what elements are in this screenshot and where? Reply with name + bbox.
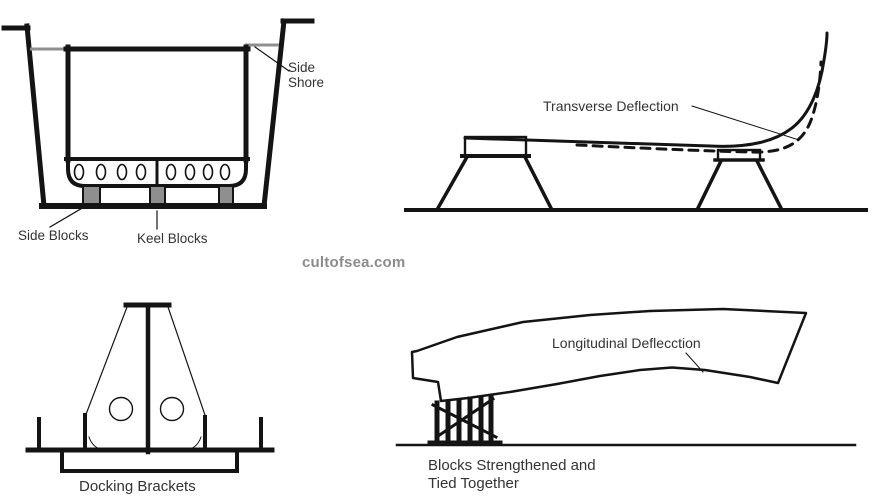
side-shore-leader-line [254,46,290,72]
hull-longitudinal-profile [410,307,808,403]
lightening-hole [73,163,85,181]
lightening-holes [73,163,231,181]
side-blocks-leader-line [49,206,85,228]
blocks-strengthened-label: Blocks Strengthened and Tied Together [428,457,596,492]
keel-block-right-leg [695,158,724,211]
lightening-hole [219,163,231,181]
watermark-text: cultofsea.com [302,254,406,271]
keel-block [149,185,166,205]
docking-brackets-label: Docking Brackets [79,478,196,495]
lightening-hole [184,163,196,181]
dock-left-wall [24,23,47,209]
bracket-right-diagonal [167,306,207,419]
keel-block-right-leg [754,158,784,211]
transverse-deflection-label: Transverse Deflection [543,98,679,114]
lightening-hole [116,163,128,181]
bracket-bottom-block [60,450,239,473]
side-blocks-label: Side Blocks [18,228,89,243]
bracket-left-diagonal [84,306,128,418]
lightening-hole [202,163,214,181]
block-tie-brace [430,402,499,440]
block-tie-brace [435,396,496,439]
dock-cross-section-drawing [1,18,315,230]
lightening-hole [95,163,107,181]
lightening-hole [135,163,147,181]
longitudinal-deflection-label: Longitudinal Deflecction [552,335,701,351]
bracket-hole-left [108,396,134,422]
longitudinal-deflection-drawing [395,307,857,447]
transverse-deflection-leader-line [691,105,800,141]
keel-block-left-leg [435,154,470,211]
transverse-deflection-drawing [404,31,868,212]
hull-deflected-dashed-curve [575,60,823,154]
side-shore-label: Side Shore [288,60,325,90]
side-block-left [82,185,101,205]
lightening-hole [165,163,177,181]
keel-block-left-leg [522,154,554,211]
longitudinal-deflection-leader-line [685,352,704,373]
side-block-right [218,185,234,205]
hull-undeflected-curve [463,31,829,148]
strengthened-blocks [427,394,503,446]
bracket-hole-right [159,396,185,422]
dock-right-wall [261,18,287,209]
docking-brackets-drawing [25,302,275,473]
keel-blocks-label: Keel Blocks [137,231,208,246]
